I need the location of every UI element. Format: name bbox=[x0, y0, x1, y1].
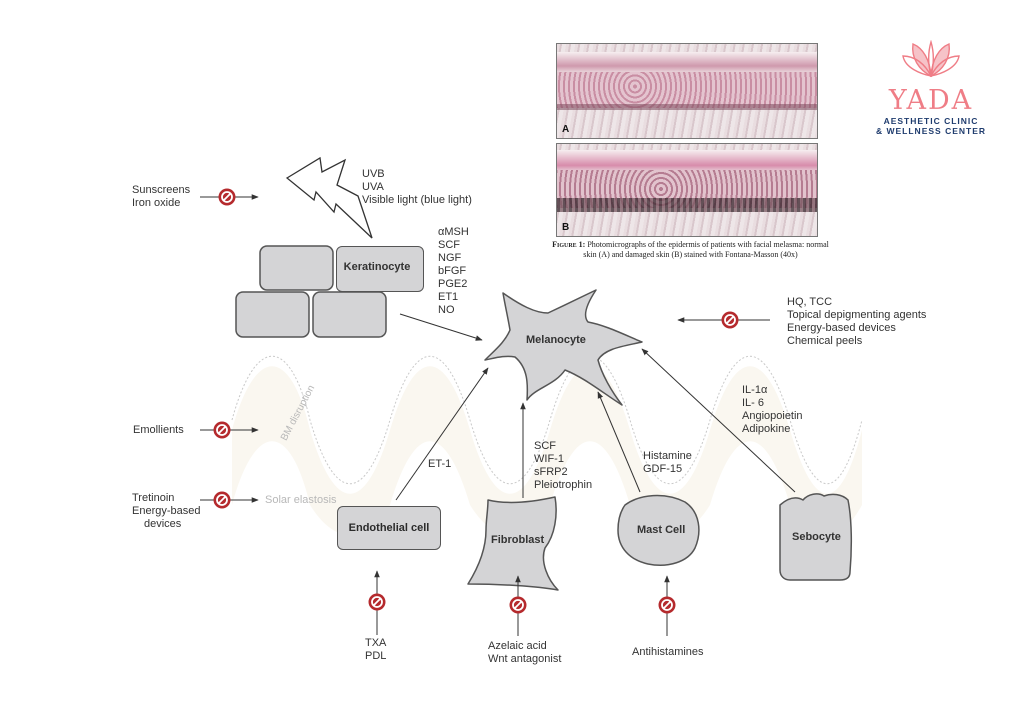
treatment-label: HQ, TCC bbox=[787, 296, 833, 308]
treatment-label: devices bbox=[144, 518, 182, 530]
basement-membrane-band bbox=[232, 366, 862, 535]
keratinocyte-block bbox=[259, 245, 334, 291]
micrograph-epidermis bbox=[557, 72, 817, 108]
mast-cell-inhibitors: Antihistamines bbox=[632, 646, 704, 659]
inhibitor-label: Sunscreens bbox=[132, 184, 191, 196]
inhibitor-icon bbox=[508, 595, 528, 615]
arrow-keratinocyte-to-melanocyte bbox=[399, 313, 483, 341]
sunscreen-inhibitors: Sunscreens Iron oxide bbox=[132, 184, 190, 210]
micrograph-panel-b: B bbox=[556, 143, 818, 237]
inhibitor-label: Wnt antagonist bbox=[488, 653, 562, 665]
factor-label: PGE2 bbox=[438, 278, 468, 290]
fibroblast-factors: SCF WIF-1 sFRP2 Pleiotrophin bbox=[534, 440, 592, 492]
figure-caption: Figure 1: Photomicrographs of the epider… bbox=[548, 240, 833, 260]
lotus-icon bbox=[902, 39, 960, 78]
clinic-logo: YADA AESTHETIC CLINIC & WELLNESS CENTER bbox=[862, 39, 1000, 136]
fibroblast-inhibitors: Azelaic acid Wnt antagonist bbox=[488, 640, 561, 666]
factor-label: NGF bbox=[438, 252, 462, 264]
inhibitor-icon bbox=[367, 592, 387, 612]
emollients-label: Emollients bbox=[133, 424, 184, 436]
depigmenting-treatments: HQ, TCC Topical depigmenting agents Ener… bbox=[787, 296, 926, 348]
factor-label: IL- 6 bbox=[742, 397, 765, 409]
micrograph-panel-a-label: A bbox=[562, 124, 570, 135]
inhibitor-icon bbox=[657, 595, 677, 615]
factor-label: GDF-15 bbox=[643, 463, 683, 475]
factor-label: αMSH bbox=[438, 226, 469, 238]
mast-cell-shape bbox=[617, 494, 700, 566]
micrograph-stratum bbox=[557, 52, 817, 72]
basement-membrane-line bbox=[231, 356, 863, 484]
factor-label: sFRP2 bbox=[534, 466, 568, 478]
light-source-label: UVA bbox=[362, 181, 384, 193]
lightning-icon bbox=[285, 156, 373, 239]
inhibitor-label: Iron oxide bbox=[132, 197, 181, 209]
caption-text: Photomicrographs of the epidermis of pat… bbox=[583, 240, 829, 259]
tretinoin-treatments: Tretinoin Energy-based devices bbox=[132, 492, 201, 531]
factor-label: ET1 bbox=[438, 291, 459, 303]
micrograph-basal-layer bbox=[557, 198, 817, 212]
keratinocyte-label: Keratinocyte bbox=[343, 261, 411, 273]
sebocyte-label: Sebocyte bbox=[792, 531, 841, 543]
sebocyte-factors: IL-1α IL- 6 Angiopoietin Adipokine bbox=[742, 384, 803, 436]
factor-label: NO bbox=[438, 304, 455, 316]
light-source-label: UVB bbox=[362, 168, 385, 180]
keratinocyte-factors: αMSH SCF NGF bFGF PGE2 ET1 NO bbox=[438, 226, 469, 317]
treatment-label: Chemical peels bbox=[787, 335, 863, 347]
factor-label: Pleiotrophin bbox=[534, 479, 593, 491]
endothelial-cell: Endothelial cell bbox=[337, 506, 441, 550]
factor-label: bFGF bbox=[438, 265, 467, 277]
micrograph-panel-b-label: B bbox=[562, 222, 570, 233]
factor-label: WIF-1 bbox=[534, 453, 564, 465]
mast-cell-label: Mast Cell bbox=[637, 524, 686, 536]
light-source-label: Visible light (blue light) bbox=[362, 194, 472, 206]
inhibitor-icon bbox=[217, 187, 237, 207]
keratinocyte-block bbox=[235, 291, 310, 338]
logo-line2: & WELLNESS CENTER bbox=[875, 126, 987, 136]
inhibitor-label: TXA bbox=[365, 637, 387, 649]
factor-label: Adipokine bbox=[742, 423, 791, 435]
treatment-label: Topical depigmenting agents bbox=[787, 309, 927, 321]
logo-line1: AESTHETIC CLINIC bbox=[883, 116, 979, 126]
factor-label: SCF bbox=[534, 440, 556, 452]
inhibitor-label: PDL bbox=[365, 650, 387, 662]
arrow-mastcell-to-melanocyte bbox=[597, 391, 641, 493]
endothelial-inhibitors: TXA PDL bbox=[365, 637, 386, 663]
micrograph-panel-a: A bbox=[556, 43, 818, 139]
logo-brand: YADA bbox=[888, 85, 974, 116]
fibroblast-label: Fibroblast bbox=[491, 534, 545, 546]
inhibitor-label: Azelaic acid bbox=[488, 640, 547, 652]
treatment-label: Tretinoin bbox=[132, 492, 175, 504]
endothelial-factor: ET-1 bbox=[428, 458, 452, 470]
factor-label: SCF bbox=[438, 239, 460, 251]
factor-label: IL-1α bbox=[742, 384, 768, 396]
inhibitor-icon bbox=[720, 310, 740, 330]
micrograph-basal-layer bbox=[557, 104, 817, 110]
inhibitor-icon bbox=[212, 490, 232, 510]
keratinocyte-block bbox=[312, 291, 387, 338]
micrograph-stratum bbox=[557, 150, 817, 172]
sebocyte-shape bbox=[779, 493, 853, 581]
inhibitor-icon bbox=[212, 420, 232, 440]
fibroblast-shape bbox=[467, 496, 559, 591]
treatment-label: Energy-based devices bbox=[787, 322, 896, 334]
melanocyte-label: Melanocyte bbox=[526, 334, 586, 346]
solar-elastosis-label: Solar elastosis bbox=[265, 494, 337, 506]
treatment-label: Energy-based bbox=[132, 505, 201, 517]
mast-cell-factors: Histamine GDF-15 bbox=[643, 450, 692, 476]
endothelial-label: Endothelial cell bbox=[348, 522, 430, 534]
factor-label: Angiopoietin bbox=[742, 410, 803, 422]
melanocyte-shape bbox=[484, 289, 643, 406]
arrow-endothelial-to-melanocyte bbox=[395, 367, 489, 501]
factor-label: Histamine bbox=[643, 450, 692, 462]
arrow-sebocyte-to-melanocyte bbox=[641, 348, 796, 493]
light-sources-list: UVB UVA Visible light (blue light) bbox=[362, 168, 472, 207]
caption-prefix: Figure 1: bbox=[552, 240, 586, 249]
inhibitor-label: Antihistamines bbox=[632, 646, 704, 658]
